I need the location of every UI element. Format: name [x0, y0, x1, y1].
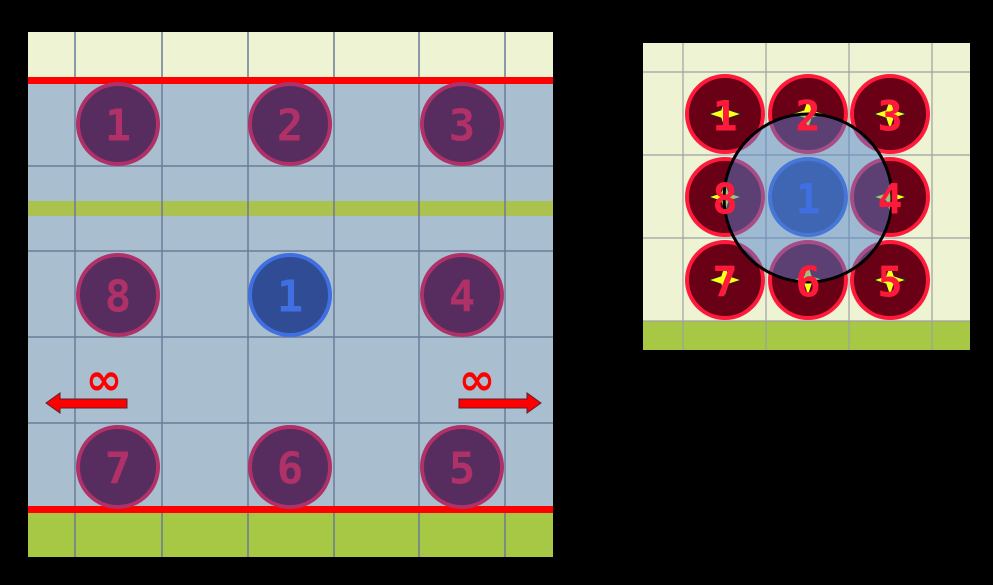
arrow-left-icon: ∞ [45, 355, 128, 414]
token-labels: 1 2 3 4 5 6 7 8 1 [712, 92, 902, 307]
right-board-panel: 1 2 3 4 5 6 7 8 1 [643, 43, 970, 350]
token-label: 6 [795, 258, 820, 307]
token-label: 1 [277, 272, 304, 323]
area-of-effect-circle [722, 112, 894, 284]
four-point-star-icon [872, 96, 908, 132]
token-circle [420, 82, 504, 166]
top-cream-band [28, 32, 553, 80]
enemy-token: 8 [76, 253, 160, 337]
infinity-label: ∞ [459, 355, 496, 406]
token-label: 4 [449, 272, 476, 323]
arrow-right-icon: ∞ [458, 355, 542, 414]
enemy-token: 4 [420, 253, 504, 337]
token-circle [248, 425, 332, 509]
player-token: 1 [248, 253, 332, 337]
bottom-boundary-line [28, 506, 553, 513]
enemy-token [850, 74, 930, 154]
token-label: 5 [449, 444, 476, 495]
token-circle [420, 253, 504, 337]
token-label: 7 [712, 258, 737, 307]
left-board-panel: 1 2 3 4 5 6 7 8 1 ∞ ∞ [28, 32, 553, 557]
token-circle [76, 425, 160, 509]
enemy-token [850, 240, 930, 320]
enemy-token: 3 [420, 82, 504, 166]
four-point-star-icon [707, 96, 743, 132]
token-label: 5 [877, 258, 902, 307]
token-label: 6 [277, 444, 304, 495]
token-label: 4 [877, 175, 902, 224]
token-label: 3 [877, 92, 902, 141]
arrow-shape [458, 392, 542, 414]
enemy-token: 5 [420, 425, 504, 509]
token-circle [76, 82, 160, 166]
token-label: 8 [105, 272, 132, 323]
token-label: 3 [449, 101, 476, 152]
token-circle [420, 425, 504, 509]
enemy-token: 6 [248, 425, 332, 509]
token-label: 1 [712, 92, 737, 141]
token-label: 7 [105, 444, 132, 495]
four-point-star-icon [872, 262, 908, 298]
enemy-token: 2 [248, 82, 332, 166]
enemy-token [685, 240, 765, 320]
token-label: 1 [795, 175, 820, 224]
token-circle [248, 82, 332, 166]
infinity-label: ∞ [86, 355, 123, 406]
arrow-shape [45, 392, 128, 414]
token-label: 2 [277, 101, 304, 152]
grass-strip [643, 321, 970, 350]
enemy-token [685, 74, 765, 154]
top-boundary-line [28, 77, 553, 84]
yellow-green-stripe [28, 201, 553, 216]
enemy-token: 1 [76, 82, 160, 166]
token-circle [76, 253, 160, 337]
token-label: 1 [105, 101, 132, 152]
enemy-token: 7 [76, 425, 160, 509]
four-point-star-icon [707, 262, 743, 298]
token-label: 2 [795, 92, 820, 141]
token-circle [248, 253, 332, 337]
grass-strip [28, 512, 553, 557]
token-label: 8 [712, 175, 737, 224]
